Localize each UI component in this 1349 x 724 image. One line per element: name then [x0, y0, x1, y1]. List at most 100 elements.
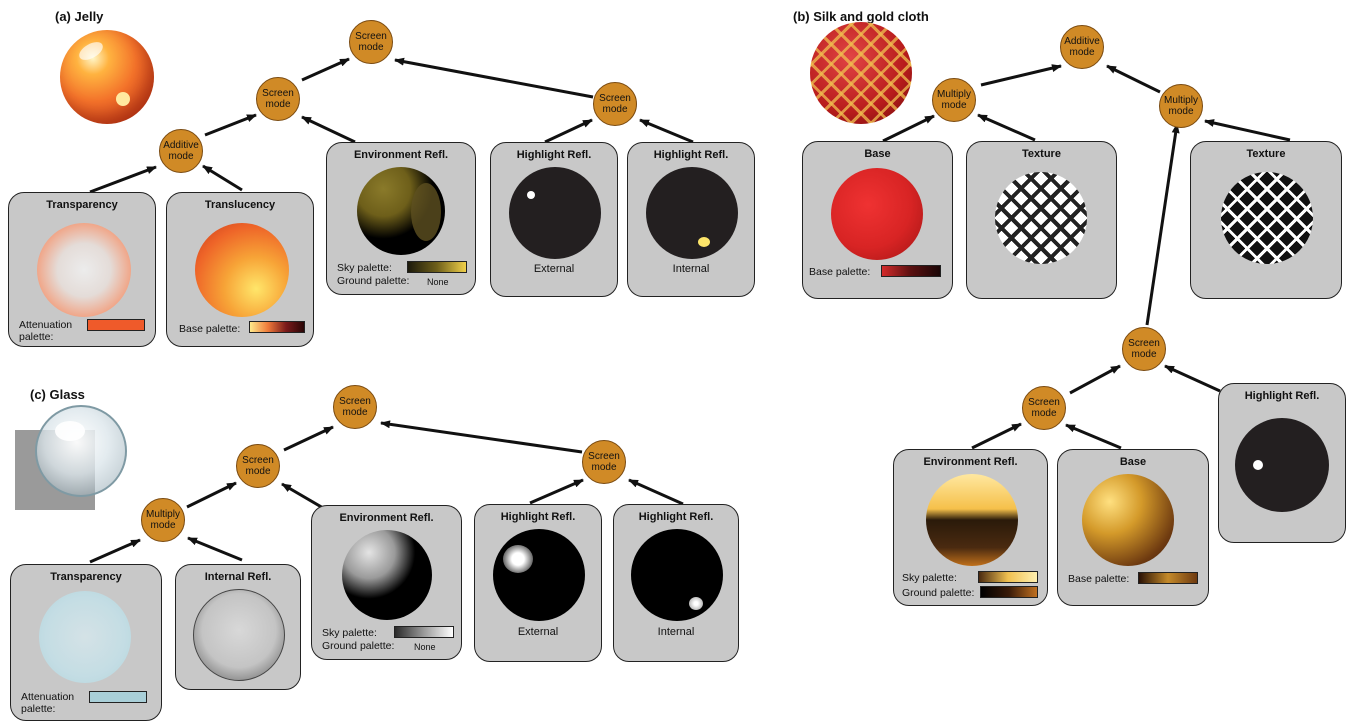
panel-title: Base [864, 148, 891, 160]
jelly-environment-reflection-panel: Environment Refl. Sky palette: Ground pa… [326, 142, 476, 295]
panel-title: Texture [1022, 148, 1061, 160]
arrow [301, 115, 356, 144]
sky-palette-swatch [394, 626, 454, 638]
panel-title: Environment Refl. [353, 149, 449, 161]
sky-palette-label: Sky palette: [337, 262, 392, 274]
attenuation-label: Attenuation palette: [21, 691, 75, 715]
panel-title: Highlight Refl. [1244, 390, 1320, 402]
silk-title: (b) Silk and gold cloth [793, 9, 929, 24]
base-palette-label: Base palette: [1068, 573, 1130, 585]
arrow [1204, 119, 1291, 142]
base-palette-swatch [881, 265, 941, 277]
arrow [380, 420, 583, 454]
ground-palette-swatch [980, 586, 1038, 598]
arrow [544, 118, 593, 144]
arrow [301, 57, 350, 82]
arrow [89, 538, 141, 564]
texture-sphere-dark [1221, 172, 1313, 264]
silk-environment-reflection-panel: Environment Refl. Sky palette: Ground pa… [893, 449, 1048, 606]
glass-transparency-panel: Transparency Attenuation palette: [10, 564, 162, 721]
panel-title: Internal Refl. [204, 571, 272, 583]
caption-external: External [533, 263, 575, 275]
panel-title: Environment Refl. [339, 512, 434, 524]
silk-texture-panel-2: Texture [1190, 141, 1342, 299]
sky-palette-label: Sky palette: [322, 627, 377, 639]
silk-base-panel: Base Base palette: [802, 141, 953, 299]
panel-title: Transparency [50, 571, 122, 583]
sky-palette-swatch [978, 571, 1038, 583]
jelly-highlight-internal-panel: Highlight Refl. Internal [627, 142, 755, 297]
arrow [977, 113, 1036, 142]
highlight-internal-sphere [646, 167, 738, 259]
caption-internal: Internal [657, 626, 695, 638]
glass-preview-sphere [35, 405, 127, 497]
arrow [882, 114, 935, 143]
arrow [1069, 364, 1121, 395]
arrow [1106, 64, 1161, 94]
arrow [1145, 123, 1180, 326]
base-gold-sphere [1082, 474, 1174, 566]
silk-texture-panel-1: Texture [966, 141, 1117, 299]
ground-palette-label: Ground palette: [337, 275, 410, 287]
arrow [202, 164, 243, 192]
ground-palette-value: None [414, 642, 436, 652]
glass-transparency-sphere [39, 591, 131, 683]
environment-gold-sphere [926, 474, 1018, 566]
silk-highlight-reflection-panel: Highlight Refl. [1218, 383, 1346, 543]
panel-title: Highlight Refl. [500, 511, 576, 523]
arrow [283, 425, 334, 452]
panel-title: Translucency [204, 199, 276, 211]
transparency-sphere [37, 223, 131, 317]
base-palette-swatch [249, 321, 305, 333]
jelly-preview-sphere [60, 30, 154, 124]
attenuation-palette-swatch [89, 691, 147, 703]
panel-title: Texture [1246, 148, 1286, 160]
base-palette-label: Base palette: [809, 266, 871, 278]
caption-internal: Internal [672, 263, 710, 275]
texture-sphere-light [995, 172, 1087, 264]
panel-title: Highlight Refl. [653, 149, 729, 161]
ground-palette-value: None [427, 277, 449, 287]
arrow [639, 118, 694, 144]
glass-environment-sphere [342, 530, 432, 620]
glass-highlight-internal-panel: Highlight Refl. Internal [613, 504, 739, 662]
base-palette-swatch [1138, 572, 1198, 584]
base-red-sphere [831, 168, 923, 260]
highlight-external-sphere [509, 167, 601, 259]
arrow [186, 481, 237, 509]
arrow [971, 422, 1022, 450]
arrow [204, 113, 257, 137]
jelly-title: (a) Jelly [55, 9, 104, 24]
arrow [529, 478, 584, 505]
panel-title: Environment Refl. [923, 456, 1018, 468]
glass-title: (c) Glass [30, 387, 85, 402]
attenuation-palette-swatch [87, 319, 145, 331]
jelly-transparency-panel: Transparency Attenuation palette: [8, 192, 156, 347]
glass-internal-reflection-panel: Internal Refl. [175, 564, 301, 690]
arrow [1065, 423, 1122, 450]
highlight-sphere [1235, 418, 1329, 512]
glass-highlight-external-sphere [493, 529, 585, 621]
glass-environment-reflection-panel: Environment Refl. Sky palette: Ground pa… [311, 505, 462, 660]
sky-palette-label: Sky palette: [902, 572, 957, 584]
arrow [89, 165, 157, 194]
caption-external: External [517, 626, 559, 638]
ground-palette-label: Ground palette: [322, 640, 395, 652]
arrow [980, 64, 1062, 87]
arrow [628, 478, 684, 506]
arrow [187, 536, 243, 562]
arrow [1164, 364, 1221, 393]
base-palette-label: Base palette: [179, 323, 241, 335]
jelly-translucency-panel: Translucency Base palette: [166, 192, 314, 347]
